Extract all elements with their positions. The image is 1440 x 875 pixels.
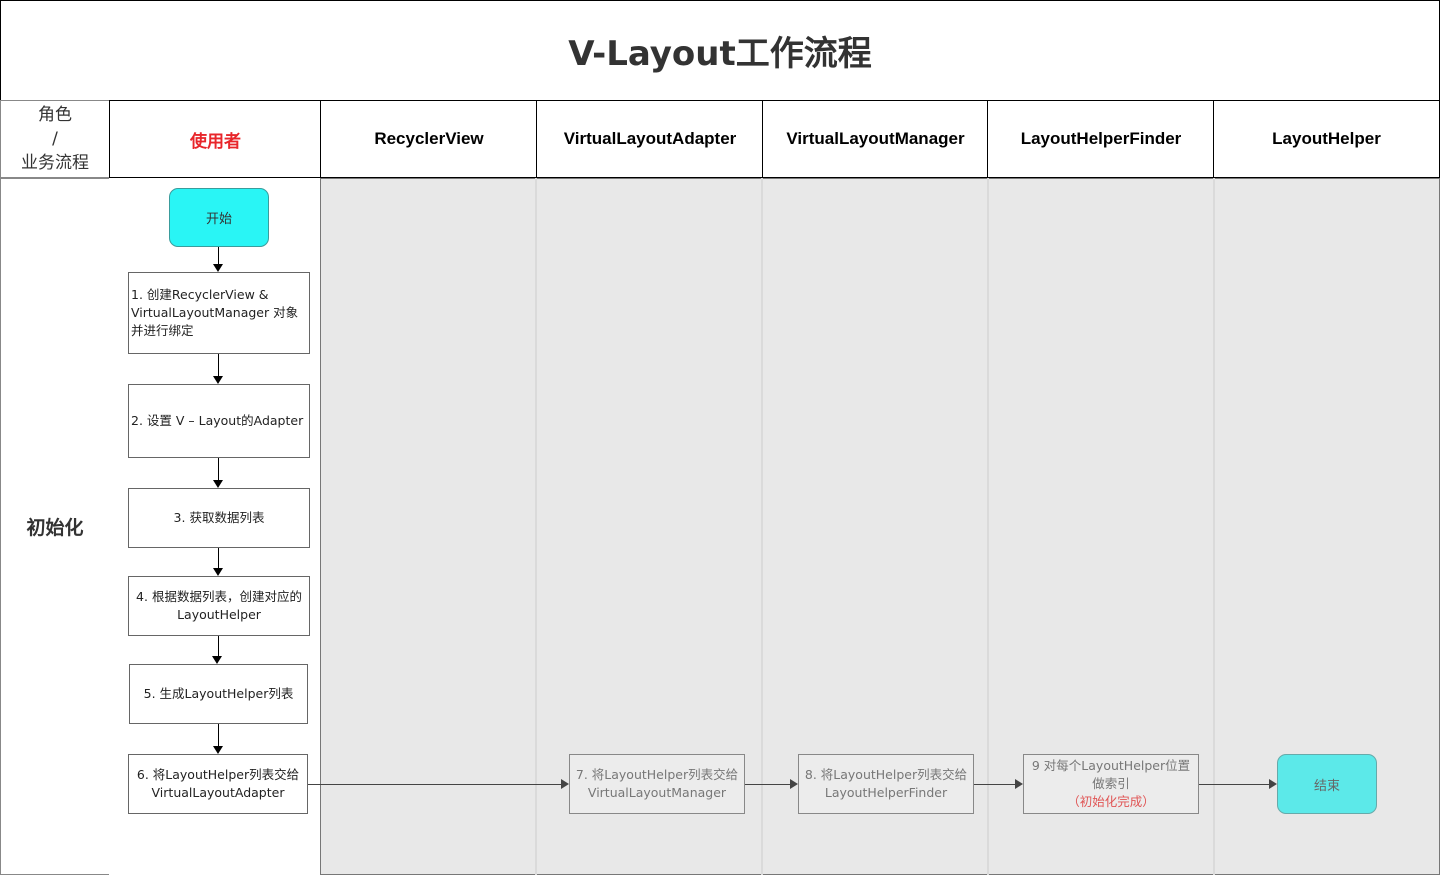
connector <box>218 724 219 747</box>
step-text: 2. 设置 V – Layout的Adapter <box>131 413 304 428</box>
role-process-corner: 角色 / 业务流程 <box>0 100 110 179</box>
diagram-title-box: V-Layout工作流程 <box>0 0 1440 101</box>
arrow-right-icon <box>1015 779 1023 789</box>
lane-header-user: 使用者 <box>109 100 321 179</box>
end-label: 结束 <box>1313 778 1340 794</box>
step-text: 7. 将LayoutHelper列表交给VirtualLayoutManager <box>575 767 739 800</box>
arrow-down-icon <box>213 264 223 272</box>
connector <box>218 636 219 657</box>
connector <box>218 548 219 569</box>
arrow-down-icon <box>213 568 223 576</box>
lane-header-virtuallayoutmanager: VirtualLayoutManager <box>762 100 988 179</box>
lane-divider <box>761 178 763 875</box>
lane-header-label: 使用者 <box>190 131 241 151</box>
lane-header-recyclerview: RecyclerView <box>320 100 537 179</box>
step-text: 8. 将LayoutHelper列表交给LayoutHelperFinder <box>804 767 968 800</box>
step-6[interactable]: 6. 将LayoutHelper列表交给VirtualLayoutAdapter <box>128 754 308 814</box>
step-note: （初始化完成） <box>1067 794 1155 809</box>
step-text: 4. 根据数据列表，创建对应的LayoutHelper <box>136 589 302 622</box>
lane-header-layouthelper: LayoutHelper <box>1213 100 1440 179</box>
step-text: 1. 创建RecyclerView & VirtualLayoutManager… <box>131 287 299 338</box>
connector <box>218 458 219 481</box>
arrow-down-icon <box>213 480 223 488</box>
step-4[interactable]: 4. 根据数据列表，创建对应的LayoutHelper <box>128 576 310 636</box>
corner-slash: / <box>52 129 58 149</box>
arrow-down-icon <box>213 376 223 384</box>
step-7[interactable]: 7. 将LayoutHelper列表交给VirtualLayoutManager <box>569 754 745 814</box>
lane-divider <box>987 178 989 875</box>
connector <box>218 247 219 265</box>
step-text: 3. 获取数据列表 <box>173 510 265 525</box>
lane-header-label: LayoutHelper <box>1272 129 1381 148</box>
arrow-right-icon <box>1269 779 1277 789</box>
arrow-down-icon <box>213 746 223 754</box>
lane-header-layouthelperfinder: LayoutHelperFinder <box>987 100 1214 179</box>
step-2[interactable]: 2. 设置 V – Layout的Adapter <box>128 384 310 458</box>
end-node[interactable]: 结束 <box>1277 754 1377 814</box>
step-text: 9 对每个LayoutHelper位置做索引 <box>1031 758 1191 791</box>
phase-init: 初始化 <box>0 178 110 875</box>
connector <box>218 354 219 377</box>
step-3[interactable]: 3. 获取数据列表 <box>128 488 310 548</box>
lane-header-virtuallayoutadapter: VirtualLayoutAdapter <box>536 100 763 179</box>
arrow-right-icon <box>561 779 569 789</box>
step-text: 5. 生成LayoutHelper列表 <box>143 686 294 701</box>
lane-header-label: VirtualLayoutManager <box>786 129 965 148</box>
phase-label: 初始化 <box>26 517 84 539</box>
step-8[interactable]: 8. 将LayoutHelper列表交给LayoutHelperFinder <box>798 754 974 814</box>
corner-process-label: 业务流程 <box>21 153 89 173</box>
start-label: 开始 <box>205 212 232 227</box>
arrow-down-icon <box>212 656 222 664</box>
lane-divider <box>1213 178 1215 875</box>
connector <box>745 784 791 785</box>
step-text: 6. 将LayoutHelper列表交给VirtualLayoutAdapter <box>136 767 300 800</box>
diagram-title: V-Layout工作流程 <box>568 34 872 74</box>
connector <box>1199 784 1270 785</box>
step-5[interactable]: 5. 生成LayoutHelper列表 <box>129 664 308 724</box>
lane-header-label: LayoutHelperFinder <box>1020 129 1182 148</box>
connector <box>974 784 1016 785</box>
start-node[interactable]: 开始 <box>169 188 269 247</box>
connector <box>308 784 562 785</box>
lane-header-label: RecyclerView <box>374 129 484 148</box>
corner-role-label: 角色 <box>38 105 72 125</box>
step-1[interactable]: 1. 创建RecyclerView & VirtualLayoutManager… <box>128 272 310 354</box>
lane-header-label: VirtualLayoutAdapter <box>563 129 737 148</box>
step-9[interactable]: 9 对每个LayoutHelper位置做索引 （初始化完成） <box>1023 754 1199 814</box>
lane-divider <box>535 178 537 875</box>
arrow-right-icon <box>790 779 798 789</box>
